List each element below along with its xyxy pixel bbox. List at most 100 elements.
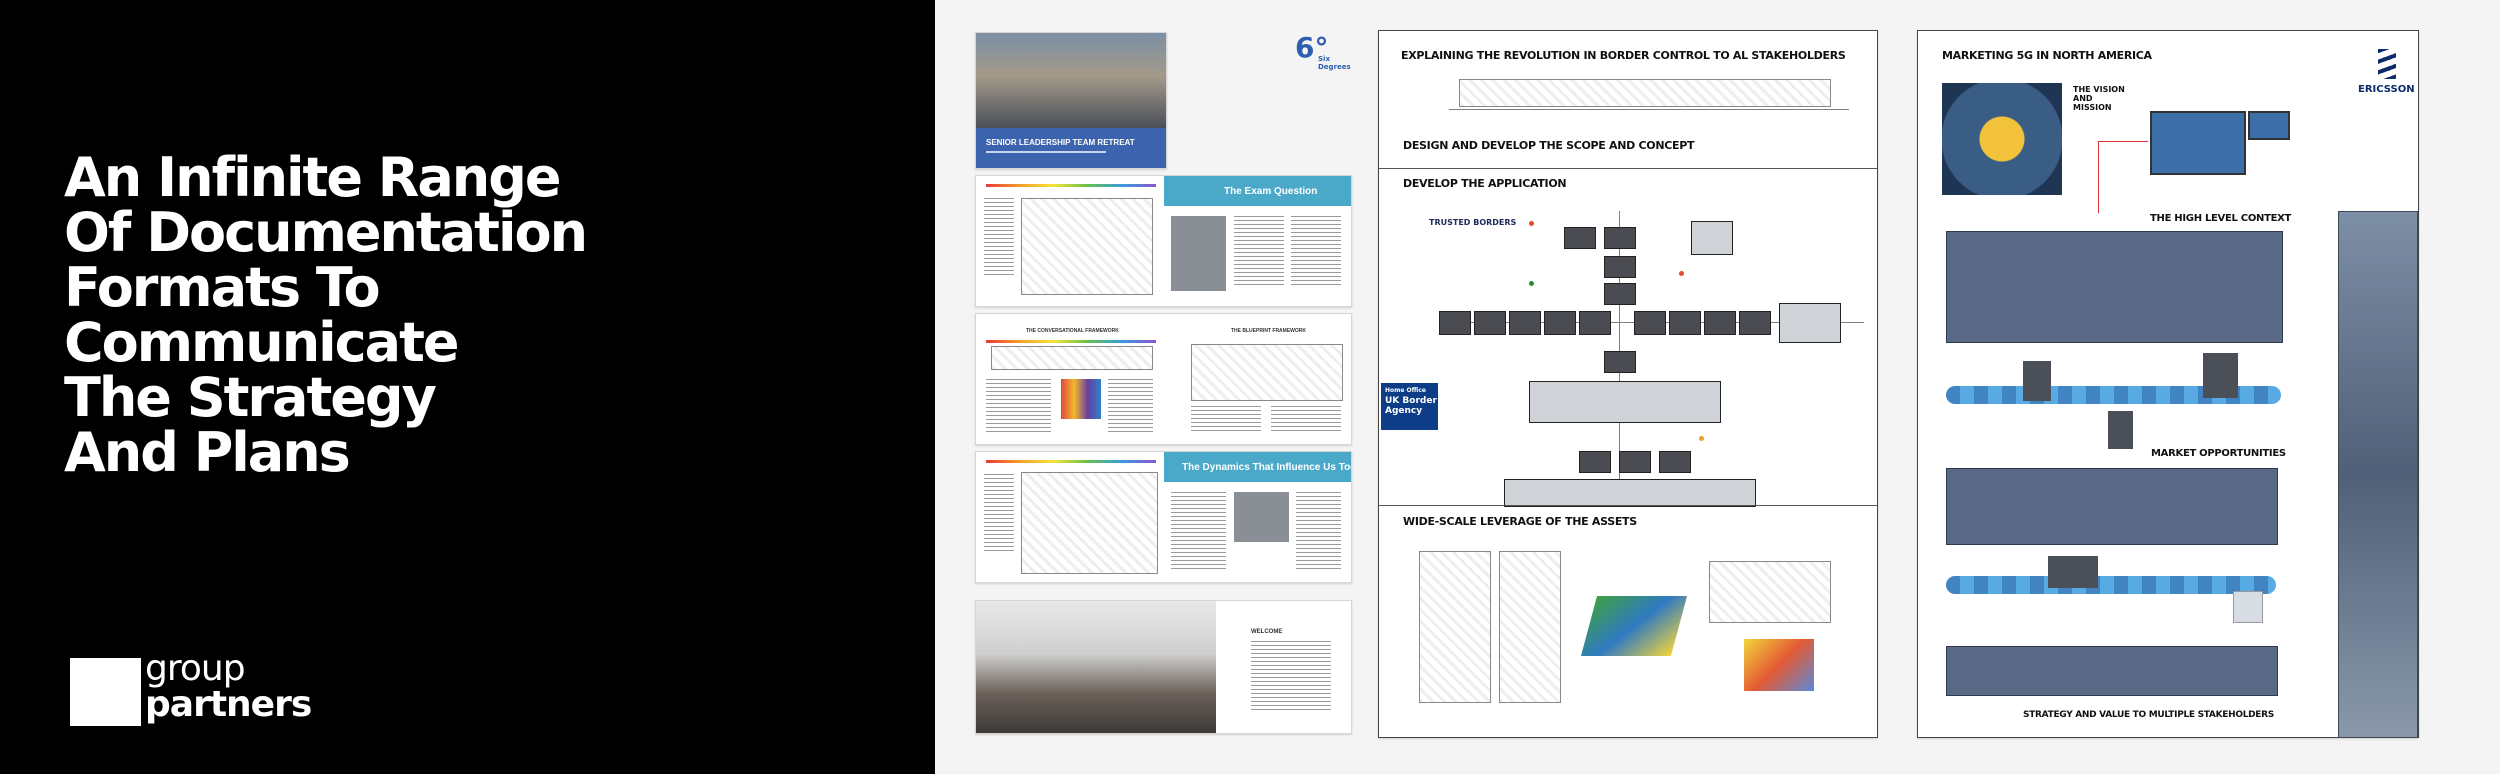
text-block: [1171, 492, 1226, 572]
right-panel: SENIOR LEADERSHIP TEAM RETREAT 6° Six De…: [935, 0, 2500, 774]
panel-thumb: [2203, 353, 2238, 398]
process-node: [1704, 311, 1736, 335]
logo-text: group partners: [145, 651, 312, 725]
process-node: [1474, 311, 1506, 335]
cover-subtitle: [986, 151, 1106, 153]
process-node: [1544, 311, 1576, 335]
status-dot: [1529, 281, 1534, 286]
sketch-diagram: [1021, 472, 1158, 574]
framework-right-title: THE BLUEPRINT FRAMEWORK: [1231, 328, 1306, 334]
text-block: [1191, 406, 1261, 434]
vision-mission-label: THE VISION AND MISSION: [2073, 85, 2125, 112]
text-block: [1271, 406, 1341, 434]
spread-blue-band: The Exam Question: [1164, 176, 1351, 206]
panel-thumb: [2023, 361, 2051, 401]
status-dot: [1679, 271, 1684, 276]
process-node: [1439, 311, 1471, 335]
connector-line: [2098, 141, 2148, 142]
headline-line: Of Documentation: [64, 201, 588, 264]
process-node: [1504, 479, 1756, 507]
headline-line: Communicate: [64, 311, 460, 374]
welcome-title: WELCOME: [1251, 629, 1283, 635]
logo-line-partners: partners: [145, 684, 312, 725]
process-node: [1634, 311, 1666, 335]
text-block: [1251, 641, 1331, 711]
sketch-diagram: [1021, 198, 1153, 295]
ericsson-icon: [2378, 49, 2396, 79]
panel-thumb: [2233, 591, 2263, 623]
status-dot: [1529, 221, 1534, 226]
six-degrees-logo: 6°: [1295, 31, 1329, 64]
headline-line: An Infinite Range: [64, 146, 562, 209]
strategy-label: STRATEGY AND VALUE TO MULTIPLE STAKEHOLD…: [2023, 710, 2274, 720]
status-dot: [1699, 436, 1704, 441]
cover-photo: [976, 33, 1166, 128]
spread-welcome: WELCOME: [975, 600, 1352, 734]
poster-title: MARKETING 5G IN NORTH AMERICA: [1942, 49, 2152, 62]
process-node: [1669, 311, 1701, 335]
text-block: [1234, 216, 1284, 286]
rainbow-bar: [986, 184, 1156, 187]
context-dashboard: [1946, 231, 2283, 343]
panel-thumb: [2048, 556, 2098, 588]
process-node: [1604, 256, 1636, 278]
six-degrees-text: Six Degrees: [1318, 55, 1351, 71]
ukba-logo: Home Office UK Border Agency: [1381, 383, 1438, 430]
render-strip: [2338, 211, 2418, 737]
group-partners-logo: group partners: [70, 651, 312, 730]
section-leverage-title: WIDE-SCALE LEVERAGE OF THE ASSETS: [1403, 515, 1637, 528]
text-block: [984, 474, 1014, 554]
process-node: [1619, 451, 1651, 473]
ericsson-poster: MARKETING 5G IN NORTH AMERICA ERICSSON T…: [1917, 30, 2419, 738]
process-node: [1739, 311, 1771, 335]
market-opportunities-label: MARKET OPPORTUNITIES: [2151, 448, 2286, 459]
strategy-dashboard: [1946, 646, 2278, 696]
logo-square-icon: [70, 658, 141, 726]
colour-grid: [1061, 379, 1101, 419]
photo-thumb: [1171, 216, 1226, 291]
timeline-wave: [1946, 576, 2276, 594]
sketch-diagram: [991, 346, 1153, 370]
process-node: [1564, 227, 1596, 249]
process-node: [1579, 451, 1611, 473]
ukba-small-text: Home Office: [1385, 387, 1426, 394]
text-block: [1291, 216, 1341, 286]
headline-line: The Strategy: [64, 366, 437, 429]
market-dashboard: [1946, 468, 2278, 545]
spread-dynamics: The Dynamics That Influence Us Today: [975, 451, 1352, 583]
spread-blue-band: The Dynamics That Influence Us Today: [1164, 452, 1351, 482]
flow-line: [1619, 211, 1620, 481]
vision-image: [1942, 83, 2062, 195]
text-block: [1108, 379, 1153, 434]
asset-floorplan: [1744, 639, 1814, 691]
rainbow-bar: [986, 460, 1156, 463]
panel-thumb: [2108, 411, 2133, 449]
text-block: [1296, 492, 1341, 572]
text-block: [986, 379, 1051, 434]
rainbow-bar: [986, 340, 1156, 343]
trusted-borders-logo: TRUSTED BORDERS: [1429, 218, 1517, 227]
section-divider: [1379, 505, 1877, 506]
ukba-big-text: UK Border Agency: [1385, 396, 1437, 416]
section-application-title: DEVELOP THE APPLICATION: [1403, 177, 1567, 190]
framework-left-title: THE CONVERSATIONAL FRAMEWORK: [1026, 328, 1119, 334]
tablet-icon: [2248, 111, 2290, 140]
photo-thumb: [1234, 492, 1289, 542]
high-level-label: THE HIGH LEVEL CONTEXT: [2150, 213, 2292, 224]
asset-render: [1709, 561, 1831, 623]
process-node: [1604, 283, 1636, 305]
headline: An Infinite Range Of Documentation Forma…: [64, 150, 904, 480]
spread-exam-question: The Exam Question: [975, 175, 1352, 307]
process-node: [1659, 451, 1691, 473]
border-control-poster: EXPLAINING THE REVOLUTION IN BORDER CONT…: [1378, 30, 1878, 738]
monitor-icon: [2150, 111, 2246, 175]
headline-line: And Plans: [64, 421, 351, 484]
process-node: [1691, 221, 1733, 255]
spread-frameworks: THE CONVERSATIONAL FRAMEWORK THE BLUEPRI…: [975, 313, 1352, 445]
connector-line: [2098, 141, 2099, 213]
headline-line: Formats To: [64, 256, 381, 319]
process-node: [1509, 311, 1541, 335]
cover-band: SENIOR LEADERSHIP TEAM RETREAT: [976, 128, 1166, 168]
left-panel: An Infinite Range Of Documentation Forma…: [0, 0, 935, 774]
concept-strip: [1459, 79, 1831, 107]
